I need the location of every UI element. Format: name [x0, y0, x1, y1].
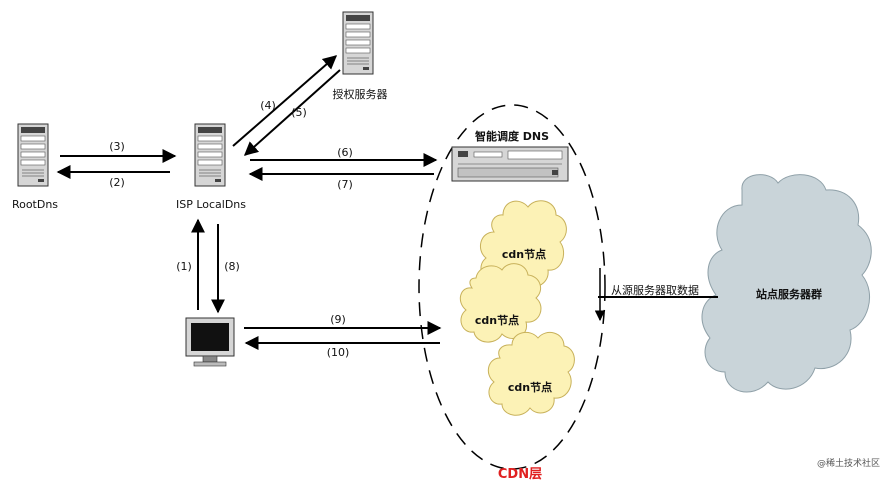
- step-label-7: (7): [337, 178, 353, 191]
- origin-cluster-label: 站点服务器群: [756, 287, 822, 301]
- step-label-8: (8): [224, 260, 240, 273]
- isp-local-dns-label: ISP LocalDns: [176, 198, 246, 211]
- client-computer-icon: [185, 317, 235, 367]
- step-label-4: (4): [260, 99, 276, 112]
- fetch-origin-label: 从源服务器取数据: [611, 283, 699, 297]
- root-dns-label: RootDns: [12, 198, 58, 211]
- smart-dns-label: 智能调度 DNS: [475, 129, 549, 143]
- cdn-node-label-1: cdn节点: [502, 247, 546, 261]
- watermark: @稀土技术社区: [817, 457, 880, 469]
- step-label-2: (2): [109, 176, 125, 189]
- auth-server-label: 授权服务器: [333, 87, 388, 101]
- cdn-node-cloud-2: [459, 263, 542, 343]
- step-label-10: (10): [327, 346, 350, 359]
- arrow-step-4: [232, 55, 338, 147]
- smart-dns-server-icon: [451, 146, 569, 182]
- isp-local-dns-server-icon: [194, 123, 226, 187]
- cdn-node-cloud-3: [487, 331, 575, 416]
- step-label-9: (9): [330, 313, 346, 326]
- cdn-node-label-3: cdn节点: [508, 380, 552, 394]
- cdn-node-label-2: cdn节点: [475, 313, 519, 327]
- root-dns-server-icon: [17, 123, 49, 187]
- cdn-layer-label: CDN层: [498, 467, 542, 482]
- cdn-layer-boundary: [418, 104, 606, 470]
- origin-cluster-cloud: [701, 174, 872, 393]
- arrow-step-5: [243, 69, 341, 156]
- step-label-3: (3): [109, 140, 125, 153]
- step-label-6: (6): [337, 146, 353, 159]
- auth-server-icon: [342, 11, 374, 75]
- step-label-5: (5): [291, 106, 307, 119]
- step-label-1: (1): [176, 260, 192, 273]
